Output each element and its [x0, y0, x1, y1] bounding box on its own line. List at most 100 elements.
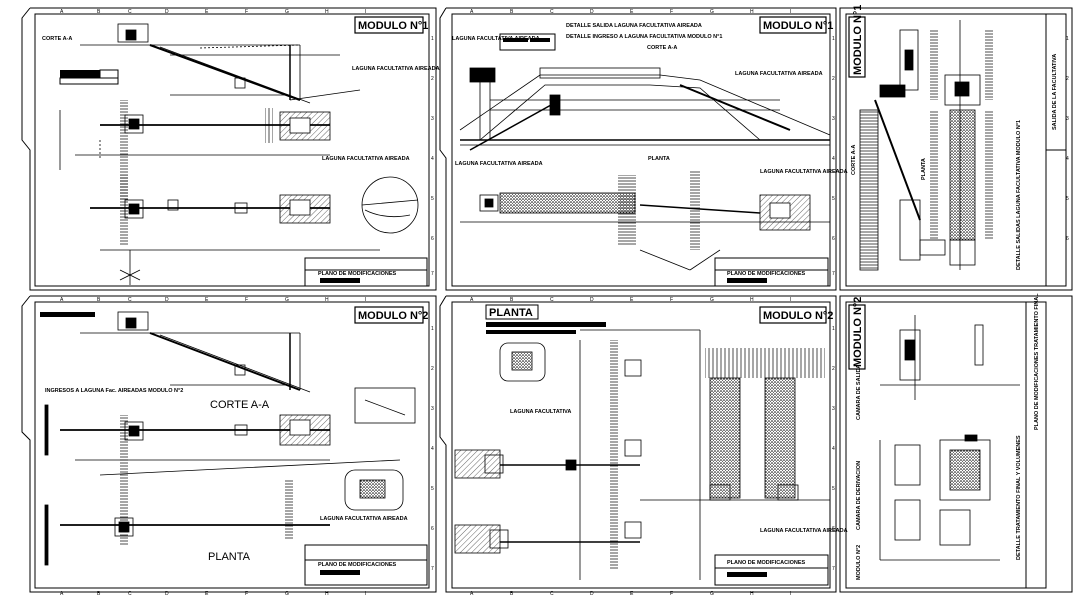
lagoon-label: LAGUNA FACULTATIVA AIREADA	[320, 516, 408, 522]
svg-text:5: 5	[832, 486, 835, 492]
svg-text:D: D	[590, 297, 594, 303]
svg-text:5: 5	[1066, 196, 1069, 202]
sheet-top-middle: MODULO N°1 DETALLE SALIDA LAGUNA FACULTA…	[452, 16, 848, 287]
plan-label: PLANTA	[648, 156, 670, 162]
svg-text:B: B	[97, 591, 101, 597]
section-label: CORTE A-A	[42, 36, 72, 42]
svg-text:4: 4	[832, 446, 835, 452]
svg-text:D: D	[165, 591, 169, 597]
svg-text:G: G	[710, 297, 714, 303]
title-block: PLANO DE MODIFICACIONES	[727, 560, 806, 566]
svg-text:G: G	[285, 297, 289, 303]
note-label: INGRESOS A LAGUNA Fac. AIREADAS MODULO N…	[45, 388, 183, 394]
svg-text:B: B	[510, 297, 514, 303]
svg-text:F: F	[670, 591, 673, 597]
svg-text:B: B	[510, 9, 514, 15]
svg-text:D: D	[590, 9, 594, 15]
svg-text:B: B	[510, 591, 514, 597]
svg-text:A: A	[60, 591, 64, 597]
svg-text:4: 4	[1066, 156, 1069, 162]
svg-text:F: F	[670, 9, 673, 15]
svg-text:1: 1	[431, 326, 434, 332]
svg-text:1: 1	[1066, 36, 1069, 42]
note-2: DETALLE INGRESO A LAGUNA FACULTATIVA MOD…	[566, 34, 722, 40]
module-footer: MODULO N°2	[856, 545, 862, 580]
svg-text:I: I	[790, 591, 791, 597]
svg-text:H: H	[750, 591, 754, 597]
svg-text:G: G	[710, 9, 714, 15]
svg-text:H: H	[750, 297, 754, 303]
svg-text:A: A	[470, 591, 474, 597]
svg-text:2: 2	[431, 76, 434, 82]
svg-text:E: E	[205, 591, 209, 597]
svg-text:F: F	[245, 297, 248, 303]
svg-text:D: D	[590, 591, 594, 597]
module-title: MODULO N°1	[763, 20, 833, 32]
svg-text:I: I	[790, 9, 791, 15]
svg-text:D: D	[165, 9, 169, 15]
svg-text:G: G	[285, 591, 289, 597]
svg-text:F: F	[245, 9, 248, 15]
svg-text:2: 2	[431, 366, 434, 372]
plan-label: PLANTA	[489, 307, 533, 319]
svg-text:7: 7	[832, 566, 835, 572]
svg-text:3: 3	[832, 116, 835, 122]
svg-text:B: B	[97, 9, 101, 15]
sheet-top-left: MODULO N°1 CORTE A-A LAGUNA FACULTATIVA …	[42, 16, 440, 287]
lagoon-left: LAGUNA FACULTATIVA AIREADA	[452, 36, 540, 42]
svg-text:1: 1	[832, 326, 835, 332]
sheet-bottom-right: MODULO N°2 PLANO DE MODIFICACIONES TRATA…	[848, 293, 1047, 589]
svg-text:A: A	[60, 297, 64, 303]
svg-text:6: 6	[431, 236, 434, 242]
svg-text:4: 4	[431, 446, 434, 452]
lagoon-label-1: LAGUNA FACULTATIVA AIREADA	[352, 66, 440, 72]
module-title: MODULO N°2	[358, 310, 428, 322]
svg-text:E: E	[630, 591, 634, 597]
module-title: MODULO N°2	[852, 297, 864, 367]
svg-text:H: H	[325, 9, 329, 15]
svg-text:C: C	[550, 591, 554, 597]
svg-text:7: 7	[431, 566, 434, 572]
svg-text:3: 3	[1066, 116, 1069, 122]
camera-1: CAMARA DE SALIDA	[856, 365, 862, 420]
svg-text:C: C	[128, 591, 132, 597]
module-title: MODULO N°2	[763, 310, 833, 322]
section-label: CORTE A-A	[647, 45, 677, 51]
svg-text:C: C	[128, 297, 132, 303]
title-block: SALIDA DE LA FACULTATIVA	[1052, 54, 1058, 130]
svg-text:F: F	[670, 297, 673, 303]
svg-text:E: E	[205, 9, 209, 15]
svg-text:I: I	[790, 297, 791, 303]
svg-text:C: C	[550, 297, 554, 303]
svg-text:C: C	[550, 9, 554, 15]
svg-text:1: 1	[431, 36, 434, 42]
svg-text:7: 7	[431, 271, 434, 277]
svg-text:E: E	[205, 297, 209, 303]
svg-text:H: H	[325, 591, 329, 597]
detail-label: DETALLE TRATAMIENTO FINAL Y VOLUMENES	[1016, 435, 1022, 560]
plan-label: PLANTA	[921, 158, 927, 180]
svg-text:I: I	[365, 591, 366, 597]
svg-text:6: 6	[832, 526, 835, 532]
sheet-bottom-left: MODULO N°2 INGRESOS A LAGUNA Fac. AIREAD…	[40, 306, 428, 586]
svg-text:4: 4	[431, 156, 434, 162]
lagoon-label-1: LAGUNA FACULTATIVA	[510, 409, 571, 415]
svg-text:3: 3	[832, 406, 835, 412]
lagoon-label-2: LAGUNA FACULTATIVA AIREADA	[322, 156, 410, 162]
svg-text:4: 4	[832, 156, 835, 162]
svg-text:F: F	[245, 591, 248, 597]
svg-text:B: B	[97, 297, 101, 303]
lagoon-label-2: LAGUNA FACULTATIVA AIREADA	[760, 528, 848, 534]
section-label: CORTE A-A	[851, 145, 857, 175]
svg-text:2: 2	[832, 76, 835, 82]
svg-text:H: H	[325, 297, 329, 303]
title-block: PLANO DE MODIFICACIONES TRATAMIENTO FINA…	[1034, 293, 1040, 430]
svg-text:2: 2	[1066, 76, 1069, 82]
svg-text:A: A	[470, 297, 474, 303]
svg-text:2: 2	[832, 366, 835, 372]
lagoon-right: LAGUNA FACULTATIVA AIREADA	[735, 71, 823, 77]
svg-text:D: D	[165, 297, 169, 303]
